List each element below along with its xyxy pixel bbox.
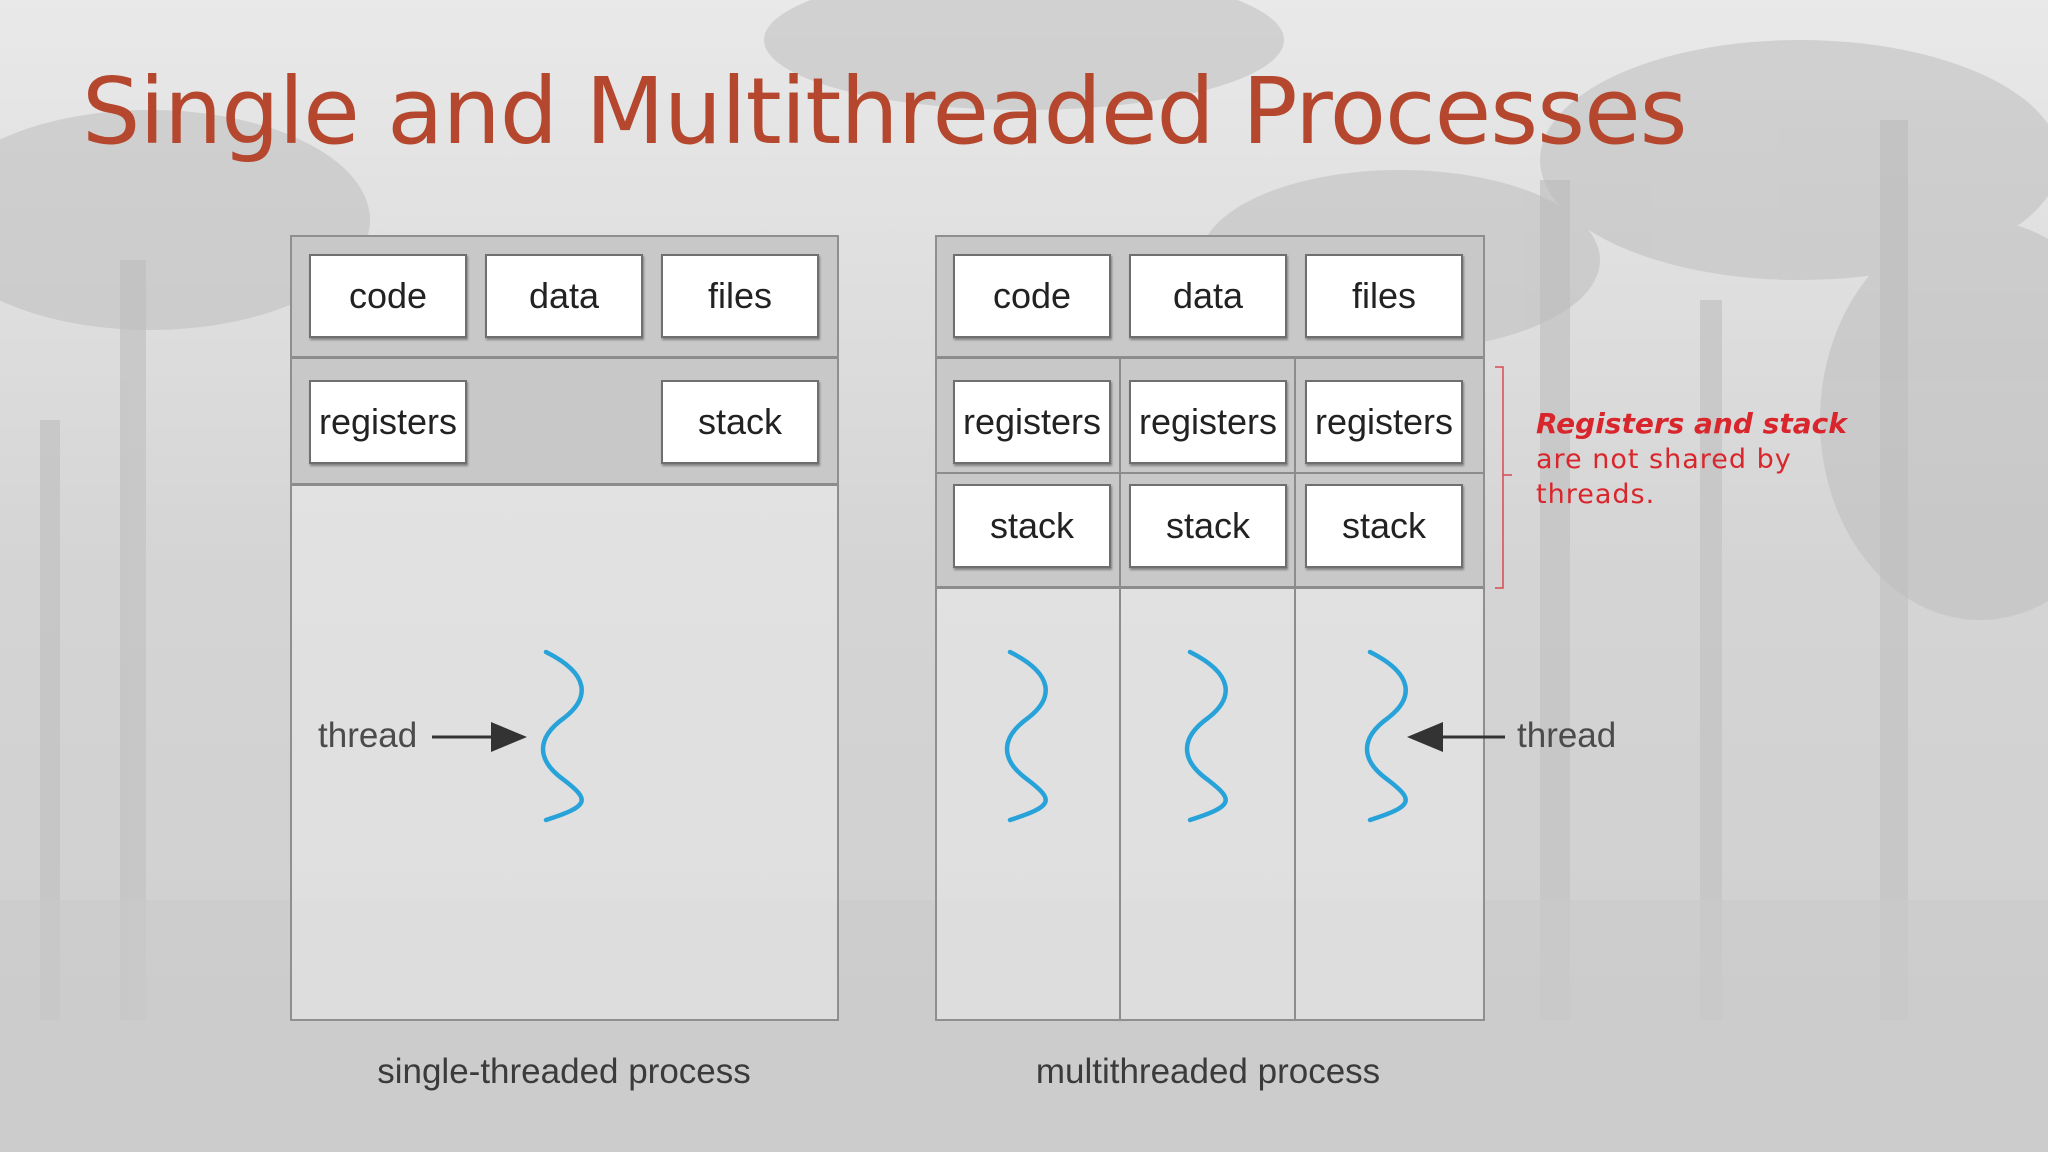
single-thread-squiggle [540,649,584,823]
note-line-2: are not shared by [1536,444,1792,475]
single-stack-box: stack [661,380,819,464]
single-divider-1 [292,356,837,359]
single-registers-box: registers [309,380,467,464]
note-emphasis: Registers and stack [1536,407,1847,440]
multi-divider-mid [937,472,1483,474]
multi-data-box: data [1129,254,1287,338]
multi-code-box: code [953,254,1111,338]
single-data-box: data [485,254,643,338]
slide-title: Single and Multithreaded Processes [82,58,1688,165]
red-bracket [1495,366,1512,589]
multi-column-divider-2 [1294,357,1296,1019]
multi-divider-2 [937,586,1483,589]
single-code-box: code [309,254,467,338]
multi-column-divider-1 [1119,357,1121,1019]
multi-registers-box-1: registers [953,380,1111,464]
multi-registers-box-3: registers [1305,380,1463,464]
multi-files-box: files [1305,254,1463,338]
single-caption: single-threaded process [377,1052,751,1091]
single-thread-label: thread [318,716,418,755]
annotation-note: Registers and stack are not shared by th… [1536,406,1976,512]
note-line-3: threads. [1536,479,1656,510]
multi-thread-squiggle-2 [1184,649,1228,823]
multi-caption: multithreaded process [1035,1052,1381,1091]
multi-divider-1 [937,356,1483,359]
single-divider-2 [292,483,837,486]
multi-stack-box-1: stack [953,484,1111,568]
single-files-box: files [661,254,819,338]
multi-stack-box-3: stack [1305,484,1463,568]
multi-stack-box-2: stack [1129,484,1287,568]
multi-thread-label: thread [1517,716,1617,755]
multi-registers-box-2: registers [1129,380,1287,464]
multi-thread-squiggle-1 [1004,649,1048,823]
multi-thread-squiggle-3 [1364,649,1408,823]
